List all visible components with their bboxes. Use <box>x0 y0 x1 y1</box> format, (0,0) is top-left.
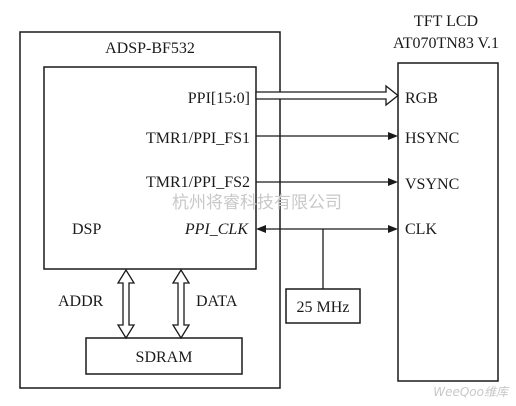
ppi-pin-label: PPI[15:0] <box>188 90 250 107</box>
lcd-rgb-label: RGB <box>405 90 438 107</box>
fs2-pin-label: TMR1/PPI_FS2 <box>146 174 250 191</box>
sdram-label: SDRAM <box>136 349 193 366</box>
ppi-rgb-bus-arrow <box>255 84 400 107</box>
data-bus-arrow <box>171 268 191 340</box>
lcd-clk-label: CLK <box>405 221 437 238</box>
hsync-arrowhead <box>388 132 398 140</box>
data-label: DATA <box>196 293 238 310</box>
lcd-title-line1: TFT LCD <box>414 13 478 30</box>
lcd-title-line2: AT070TN83 V.1 <box>393 35 499 52</box>
vsync-arrowhead <box>388 178 398 186</box>
clk-arrowhead-left <box>256 225 266 233</box>
sdram-box <box>85 337 243 375</box>
corner-watermark: WeeQoo维库 <box>433 385 510 399</box>
fs1-pin-label: TMR1/PPI_FS1 <box>146 130 250 147</box>
center-watermark: 杭州将睿科技有限公司 <box>172 193 342 213</box>
lcd-hsync-label: HSYNC <box>405 130 459 147</box>
lcd-box <box>397 62 499 382</box>
dsp-box <box>43 66 257 270</box>
addr-label: ADDR <box>58 293 104 310</box>
dsp-label: DSP <box>72 221 101 238</box>
ppi-clk-pin-label: PPI_CLK <box>184 221 249 238</box>
adsp-bf532-outer-box <box>19 31 281 389</box>
oscillator-label: 25 MHz <box>297 299 350 316</box>
clk-arrowhead-right <box>388 225 398 233</box>
lcd-vsync-label: VSYNC <box>405 176 459 193</box>
addr-bus-arrow <box>116 268 136 340</box>
oscillator-box <box>285 288 361 324</box>
adsp-bf532-title: ADSP-BF532 <box>105 40 195 57</box>
